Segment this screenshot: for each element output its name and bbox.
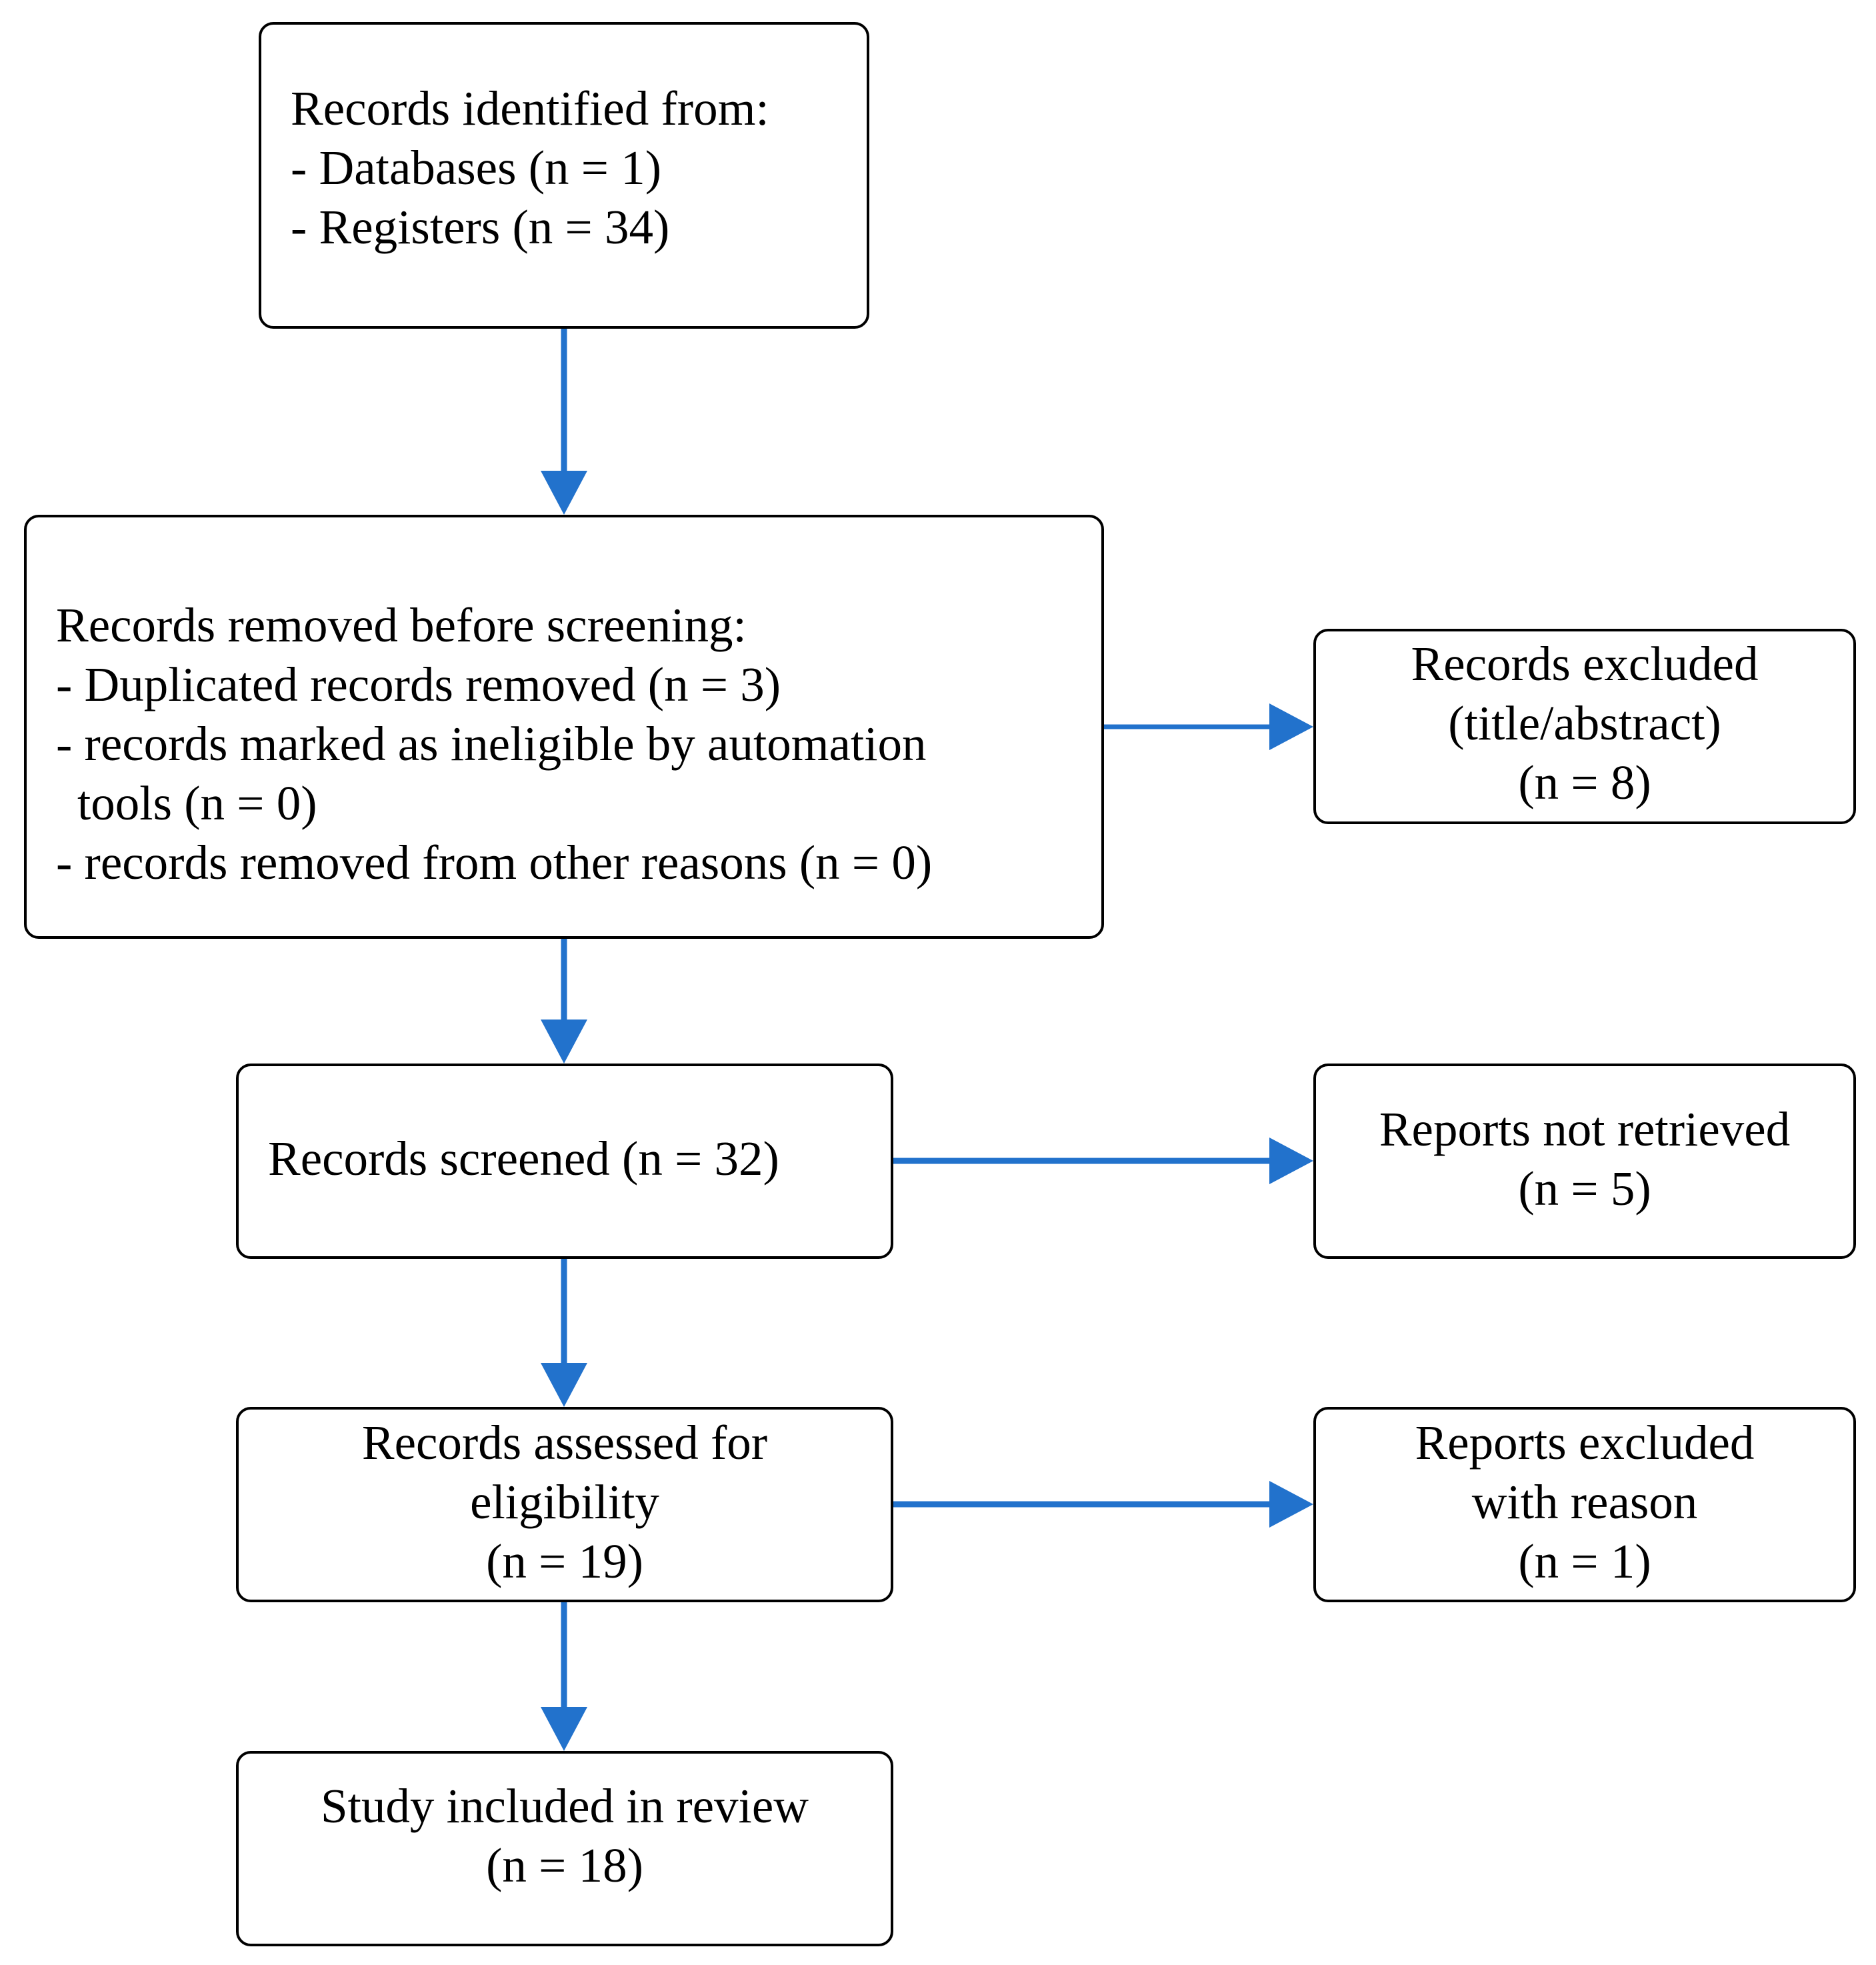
node-records-identified: Records identified from: - Databases (n …: [259, 22, 869, 329]
node-text-line: Records removed before screening:: [56, 597, 747, 652]
node-text-line: (n = 18): [486, 1838, 643, 1892]
arrow-screened-to-assessed: [541, 1259, 587, 1407]
arrow-identified-to-removed: [541, 329, 587, 515]
node-text-line: Study included in review: [321, 1778, 809, 1833]
node-text-line: (n = 1): [1518, 1534, 1651, 1588]
node-reports-not-retrieved: Reports not retrieved (n = 5): [1313, 1064, 1856, 1259]
node-text-line: tools (n = 0): [77, 775, 317, 830]
arrow-removed-to-excluded: [1104, 703, 1313, 750]
node-text-line: - Registers (n = 34): [291, 199, 670, 254]
node-records-removed-before-screening: Records removed before screening: - Dupl…: [24, 515, 1104, 939]
node-records-excluded: Records excluded (title/abstract) (n = 8…: [1313, 629, 1856, 824]
arrow-removed-to-screened: [541, 939, 587, 1064]
node-study-included: Study included in review (n = 18): [236, 1751, 893, 1946]
arrow-assessed-to-included: [541, 1602, 587, 1751]
arrow-assessed-to-reports-excluded: [893, 1481, 1313, 1528]
node-text-line: eligibility: [470, 1475, 659, 1529]
node-text-line: (n = 5): [1518, 1161, 1651, 1216]
node-records-screened: Records screened (n = 32): [236, 1064, 893, 1259]
node-text-line: Records identified from:: [291, 81, 769, 135]
node-text-line: with reason: [1471, 1475, 1698, 1529]
node-text-line: (n = 19): [486, 1534, 643, 1588]
node-text-line: Records assessed for: [361, 1416, 768, 1470]
node-text-line: - records removed from other reasons (n …: [56, 835, 933, 889]
node-text-line: Reports excluded: [1415, 1416, 1755, 1470]
node-records-assessed: Records assessed for eligibility (n = 19…: [236, 1407, 893, 1602]
node-text-line: - Databases (n = 1): [291, 140, 662, 195]
node-text-line: - Duplicated records removed (n = 3): [56, 657, 781, 711]
node-text-line: Records screened (n = 32): [268, 1132, 779, 1186]
node-text-line: Reports not retrieved: [1379, 1102, 1791, 1156]
node-text-line: - records marked as ineligible by automa…: [56, 716, 927, 771]
node-text-line: (title/abstract): [1448, 696, 1721, 750]
arrow-screened-to-not-retrieved: [893, 1138, 1313, 1184]
node-reports-excluded: Reports excluded with reason (n = 1): [1313, 1407, 1856, 1602]
node-text-line: Records excluded: [1411, 637, 1759, 691]
node-text-line: (n = 8): [1518, 755, 1651, 809]
